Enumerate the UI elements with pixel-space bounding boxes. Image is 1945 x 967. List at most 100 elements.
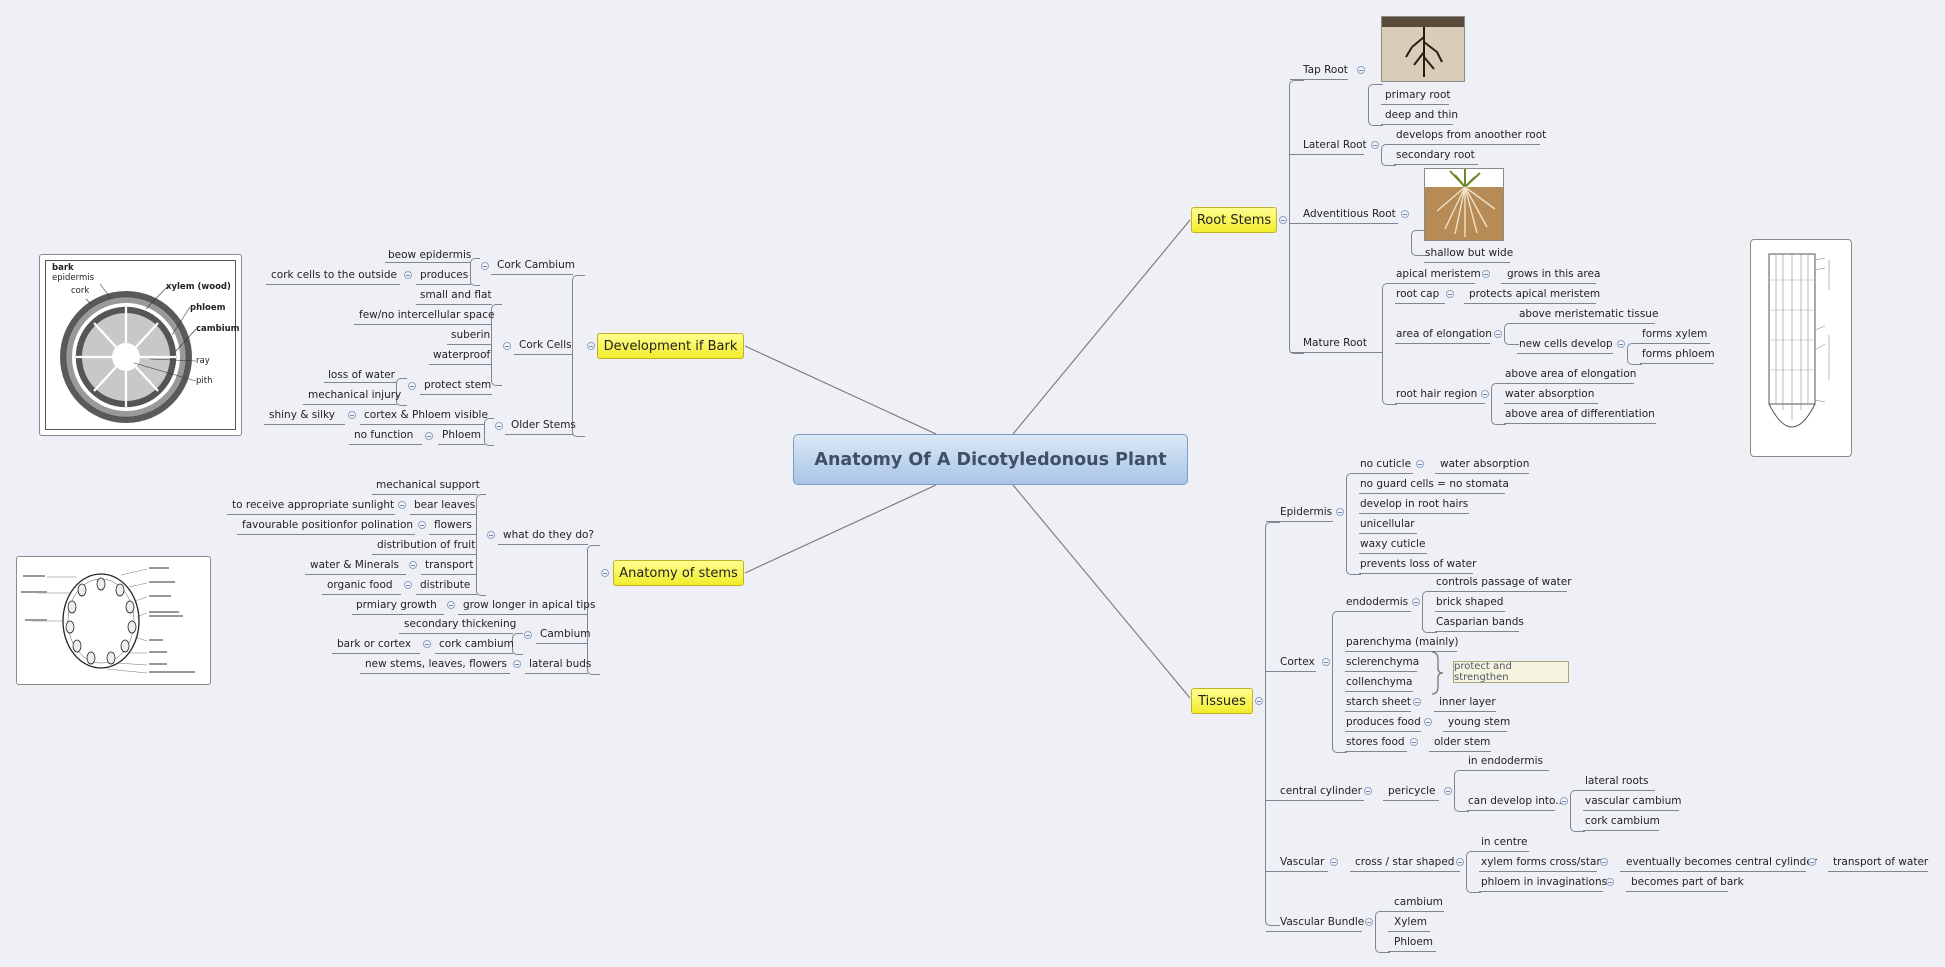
collapse-icon[interactable] [1446, 290, 1454, 298]
node-collenchyma[interactable]: collenchyma [1346, 676, 1413, 688]
collapse-icon[interactable] [425, 432, 433, 440]
node-new-stems[interactable]: new stems, leaves, flowers [365, 658, 507, 670]
node-can-develop[interactable]: can develop into.. [1468, 795, 1562, 807]
collapse-icon[interactable] [481, 262, 489, 270]
node-dist-fruit[interactable]: distribution of fruit [377, 539, 476, 551]
collapse-icon[interactable] [1617, 340, 1625, 348]
collapse-icon[interactable] [1279, 216, 1287, 224]
node-primary-growth[interactable]: prmiary growth [356, 599, 437, 611]
node-grow-longer[interactable]: grow longer in apical tips [463, 599, 596, 611]
collapse-icon[interactable] [1494, 330, 1502, 338]
collapse-icon[interactable] [1424, 718, 1432, 726]
node-secondary-root[interactable]: secondary root [1396, 149, 1475, 161]
node-phloem-invaginations[interactable]: phloem in invaginations [1481, 876, 1608, 888]
node-cork-cells[interactable]: Cork Cells [519, 339, 572, 351]
node-xylem-cross[interactable]: xylem forms cross/star [1481, 856, 1601, 868]
node-part-of-bark[interactable]: becomes part of bark [1631, 876, 1744, 888]
node-lateral-buds[interactable]: lateral buds [529, 658, 592, 670]
node-cross-star[interactable]: cross / star shaped [1355, 856, 1455, 868]
node-primary-root[interactable]: primary root [1385, 89, 1451, 101]
node-brick-shaped[interactable]: brick shaped [1436, 596, 1504, 608]
collapse-icon[interactable] [1412, 598, 1420, 606]
node-sunlight[interactable]: to receive appropriate sunlight [232, 499, 395, 511]
collapse-icon[interactable] [1410, 738, 1418, 746]
node-adventitious[interactable]: Adventitious Root [1303, 208, 1396, 220]
node-stores-food[interactable]: stores food [1346, 736, 1405, 748]
collapse-icon[interactable] [487, 531, 495, 539]
node-above-differentiation[interactable]: above area of differentiation [1505, 408, 1655, 420]
central-topic[interactable]: Anatomy Of A Dicotyledonous Plant [793, 434, 1188, 485]
collapse-icon[interactable] [447, 601, 455, 609]
node-water-absorption-epi[interactable]: water absorption [1440, 458, 1530, 470]
node-prevents-loss[interactable]: prevents loss of water [1360, 558, 1477, 570]
node-casparian[interactable]: Casparian bands [1436, 616, 1524, 628]
node-bear-leaves[interactable]: bear leaves [414, 499, 476, 511]
node-controls-passage[interactable]: controls passage of water [1436, 576, 1572, 588]
collapse-icon[interactable] [1600, 858, 1608, 866]
node-xylem-vb[interactable]: Xylem [1394, 916, 1428, 928]
node-produces-food[interactable]: produces food [1346, 716, 1421, 728]
node-cortex[interactable]: Cortex [1280, 656, 1315, 668]
node-cork-cambium-stem[interactable]: cork cambium [439, 638, 514, 650]
node-area-elongation[interactable]: area of elongation [1396, 328, 1492, 340]
node-new-cells[interactable]: new cells develop [1519, 338, 1613, 350]
collapse-icon[interactable] [601, 569, 609, 577]
collapse-icon[interactable] [513, 660, 521, 668]
node-pericycle[interactable]: pericycle [1388, 785, 1436, 797]
node-cork-cambium[interactable]: Cork Cambium [497, 259, 575, 271]
node-no-guard[interactable]: no guard cells = no stomata [1360, 478, 1509, 490]
node-beow-epidermis[interactable]: beow epidermis [388, 249, 472, 261]
node-central-cylinder[interactable]: central cylinder [1280, 785, 1362, 797]
node-water-minerals[interactable]: water & Minerals [310, 559, 400, 571]
collapse-icon[interactable] [495, 422, 503, 430]
node-bark-cortex[interactable]: bark or cortex [337, 638, 412, 650]
collapse-icon[interactable] [423, 640, 431, 648]
collapse-icon[interactable] [1336, 508, 1344, 516]
node-lateral-root[interactable]: Lateral Root [1303, 139, 1367, 151]
node-forms-xylem[interactable]: forms xylem [1642, 328, 1708, 340]
collapse-icon[interactable] [1322, 658, 1330, 666]
node-epidermis[interactable]: Epidermis [1280, 506, 1333, 518]
collapse-icon[interactable] [348, 411, 356, 419]
node-what-do-they-do[interactable]: what do they do? [503, 529, 595, 541]
node-few-space[interactable]: few/no intercellular space [359, 309, 495, 321]
node-suberin[interactable]: suberin [451, 329, 491, 341]
node-transport[interactable]: transport [425, 559, 474, 571]
topic-tissues[interactable]: Tissues [1191, 688, 1253, 714]
collapse-icon[interactable] [1413, 698, 1421, 706]
node-inner-layer[interactable]: inner layer [1439, 696, 1496, 708]
node-phloem-vb[interactable]: Phloem [1394, 936, 1434, 948]
node-parenchyma[interactable]: parenchyma (mainly) [1346, 636, 1459, 648]
collapse-icon[interactable] [409, 561, 417, 569]
collapse-icon[interactable] [1365, 918, 1373, 926]
node-vascular-cambium[interactable]: vascular cambium [1585, 795, 1682, 807]
node-above-meristematic[interactable]: above meristematic tissue [1519, 308, 1659, 320]
node-organic-food[interactable]: organic food [327, 579, 393, 591]
node-starch-sheet[interactable]: starch sheet [1346, 696, 1412, 708]
collapse-icon[interactable] [1482, 270, 1490, 278]
node-vascular-bundle[interactable]: Vascular Bundle [1280, 916, 1365, 928]
node-cortex-phloem[interactable]: cortex & Phloem visible [364, 409, 488, 421]
node-older-stems[interactable]: Older Stems [511, 419, 576, 431]
node-apical-meristem[interactable]: apical meristem [1396, 268, 1481, 280]
node-grows-here[interactable]: grows in this area [1507, 268, 1601, 280]
node-eventually[interactable]: eventually becomes central cylinder [1626, 856, 1818, 868]
collapse-icon[interactable] [398, 501, 406, 509]
node-no-cuticle[interactable]: no cuticle [1360, 458, 1412, 470]
topic-development-bark[interactable]: Development if Bark [597, 333, 744, 359]
collapse-icon[interactable] [1416, 460, 1424, 468]
node-fav-position[interactable]: favourable positionfor polination [242, 519, 414, 531]
collapse-icon[interactable] [1371, 141, 1379, 149]
node-cambium-vb[interactable]: cambium [1394, 896, 1443, 908]
node-cork-cambium-tis[interactable]: cork cambium [1585, 815, 1660, 827]
node-mature-root[interactable]: Mature Root [1303, 337, 1367, 349]
node-shiny-silky[interactable]: shiny & silky [269, 409, 335, 421]
topic-root-stems[interactable]: Root Stems [1191, 207, 1277, 233]
node-mech-injury[interactable]: mechanical injury [308, 389, 402, 401]
collapse-icon[interactable] [1444, 787, 1452, 795]
node-distribute[interactable]: distribute [420, 579, 471, 591]
collapse-icon[interactable] [1456, 858, 1464, 866]
topic-anatomy-stems[interactable]: Anatomy of stems [613, 560, 744, 586]
node-in-endodermis[interactable]: in endodermis [1468, 755, 1543, 767]
collapse-icon[interactable] [404, 581, 412, 589]
